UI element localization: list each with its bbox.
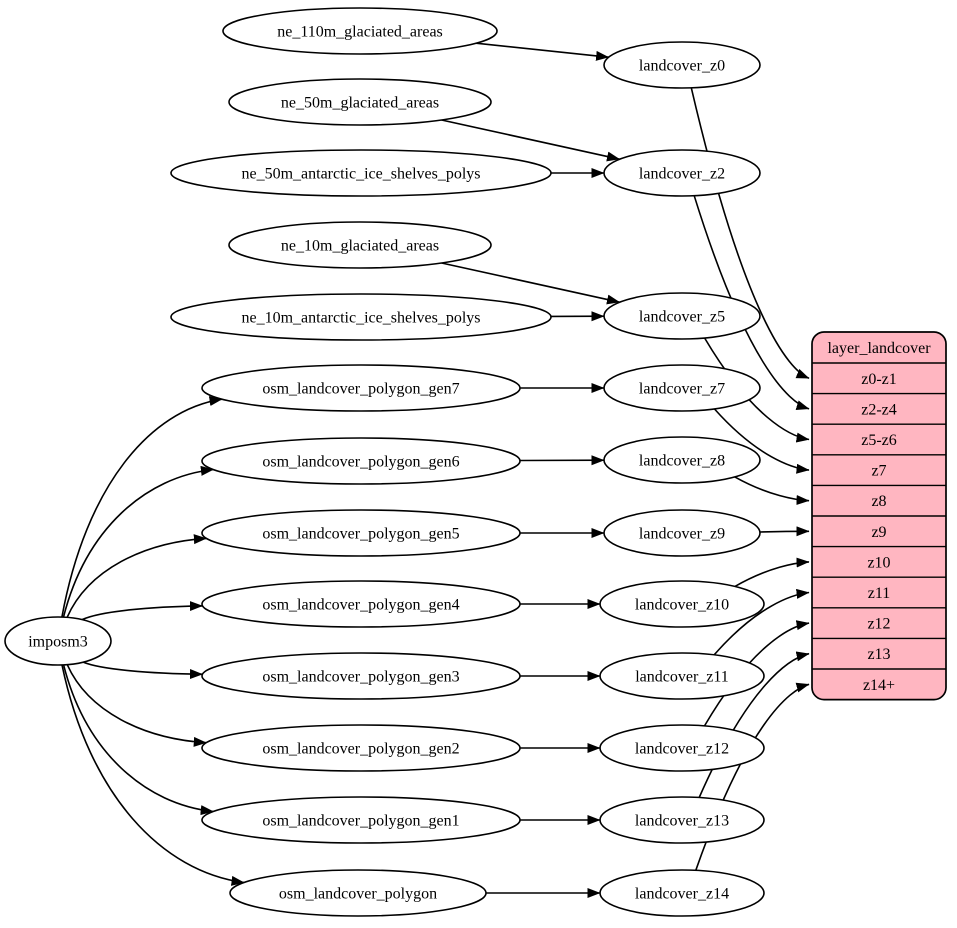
table-row-label-z12: z12 xyxy=(867,616,890,633)
table-row-label-z9: z9 xyxy=(871,524,886,541)
table-row-label-z10: z10 xyxy=(867,554,890,571)
node-label-osm_landcover_polygon_gen7: osm_landcover_polygon_gen7 xyxy=(262,381,459,398)
node-ne_110m_glaciated_areas: ne_110m_glaciated_areas xyxy=(223,8,497,54)
edge-ne_110m_glaciated_areas-to-landcover_z0 xyxy=(476,43,609,57)
edge-ne_10m_glaciated_areas-to-landcover_z5 xyxy=(442,263,620,302)
node-label-osm_landcover_polygon_gen5: osm_landcover_polygon_gen5 xyxy=(262,526,459,543)
node-ne_50m_antarctic_ice_shelves_polys: ne_50m_antarctic_ice_shelves_polys xyxy=(171,150,551,196)
node-label-landcover_z9: landcover_z9 xyxy=(639,526,725,543)
table-row-label-z0-z1: z0-z1 xyxy=(861,371,897,388)
edge-imposm3-to-osm_landcover_polygon_gen1 xyxy=(64,665,214,812)
node-ne_50m_glaciated_areas: ne_50m_glaciated_areas xyxy=(229,79,491,125)
node-osm_landcover_polygon_gen1: osm_landcover_polygon_gen1 xyxy=(202,797,520,843)
node-imposm3: imposm3 xyxy=(5,617,111,665)
node-label-ne_10m_antarctic_ice_shelves_polys: ne_10m_antarctic_ice_shelves_polys xyxy=(241,310,480,327)
node-label-ne_10m_glaciated_areas: ne_10m_glaciated_areas xyxy=(281,238,439,255)
node-osm_landcover_polygon_gen5: osm_landcover_polygon_gen5 xyxy=(202,510,520,556)
table-row-label-z2-z4: z2-z4 xyxy=(861,401,897,418)
node-label-landcover_z11: landcover_z11 xyxy=(635,669,729,686)
node-label-landcover_z13: landcover_z13 xyxy=(635,813,729,830)
node-label-ne_50m_antarctic_ice_shelves_polys: ne_50m_antarctic_ice_shelves_polys xyxy=(241,166,480,183)
node-osm_landcover_polygon_gen7: osm_landcover_polygon_gen7 xyxy=(202,365,520,411)
table-row-label-z14+: z14+ xyxy=(863,677,895,694)
node-landcover_z14: landcover_z14 xyxy=(600,870,764,916)
node-label-imposm3: imposm3 xyxy=(28,634,88,651)
table-row-label-z13: z13 xyxy=(867,646,890,663)
table-row-label-z11: z11 xyxy=(868,585,891,602)
node-landcover_z5: landcover_z5 xyxy=(604,293,760,339)
node-label-osm_landcover_polygon_gen3: osm_landcover_polygon_gen3 xyxy=(262,669,459,686)
table-row-label-z8: z8 xyxy=(871,493,886,510)
node-osm_landcover_polygon_gen4: osm_landcover_polygon_gen4 xyxy=(202,581,520,627)
node-label-landcover_z12: landcover_z12 xyxy=(635,741,729,758)
node-label-landcover_z8: landcover_z8 xyxy=(639,453,725,470)
node-osm_landcover_polygon: osm_landcover_polygon xyxy=(230,870,486,916)
node-osm_landcover_polygon_gen6: osm_landcover_polygon_gen6 xyxy=(202,438,520,484)
node-label-osm_landcover_polygon_gen4: osm_landcover_polygon_gen4 xyxy=(262,597,459,614)
table-row-label-z5-z6: z5-z6 xyxy=(861,432,897,449)
node-label-ne_110m_glaciated_areas: ne_110m_glaciated_areas xyxy=(277,24,443,41)
edge-landcover_z8-to-z8 xyxy=(735,477,809,501)
node-landcover_z12: landcover_z12 xyxy=(600,725,764,771)
node-label-landcover_z2: landcover_z2 xyxy=(639,166,725,183)
table-header-label: layer_landcover xyxy=(827,340,931,357)
edge-imposm3-to-osm_landcover_polygon_gen6 xyxy=(64,470,214,618)
table-layer-landcover: layer_landcover z0-z1 z2-z4 z5-z6 z7 z8 z9 z10 z… xyxy=(812,332,946,700)
edge-imposm3-to-osm_landcover_polygon_gen4 xyxy=(82,606,202,620)
node-landcover_z2: landcover_z2 xyxy=(604,150,760,196)
edge-imposm3-to-osm_landcover_polygon_gen3 xyxy=(83,662,202,674)
node-ne_10m_antarctic_ice_shelves_polys: ne_10m_antarctic_ice_shelves_polys xyxy=(171,294,551,340)
edge-imposm3-to-osm_landcover_polygon_gen2 xyxy=(67,665,206,743)
node-landcover_z8: landcover_z8 xyxy=(604,437,760,483)
edge-landcover_z10-to-z10 xyxy=(735,562,809,587)
node-label-ne_50m_glaciated_areas: ne_50m_glaciated_areas xyxy=(281,95,439,112)
node-landcover_z7: landcover_z7 xyxy=(604,365,760,411)
edge-imposm3-to-osm_landcover_polygon_gen7 xyxy=(62,399,222,617)
node-ne_10m_glaciated_areas: ne_10m_glaciated_areas xyxy=(229,222,491,268)
node-osm_landcover_polygon_gen2: osm_landcover_polygon_gen2 xyxy=(202,725,520,771)
node-landcover_z0: landcover_z0 xyxy=(604,42,760,88)
node-label-landcover_z7: landcover_z7 xyxy=(639,381,725,398)
node-landcover_z9: landcover_z9 xyxy=(604,510,760,556)
node-label-osm_landcover_polygon_gen1: osm_landcover_polygon_gen1 xyxy=(262,813,459,830)
node-label-landcover_z10: landcover_z10 xyxy=(635,597,729,614)
node-label-osm_landcover_polygon_gen6: osm_landcover_polygon_gen6 xyxy=(262,454,459,471)
node-osm_landcover_polygon_gen3: osm_landcover_polygon_gen3 xyxy=(202,653,520,699)
node-label-landcover_z14: landcover_z14 xyxy=(635,886,729,903)
node-label-osm_landcover_polygon: osm_landcover_polygon xyxy=(279,886,437,903)
node-label-landcover_z0: landcover_z0 xyxy=(639,58,725,75)
node-label-landcover_z5: landcover_z5 xyxy=(639,309,725,326)
edge-landcover_z9-to-z9 xyxy=(760,531,809,532)
node-label-osm_landcover_polygon_gen2: osm_landcover_polygon_gen2 xyxy=(262,741,459,758)
node-landcover_z13: landcover_z13 xyxy=(600,797,764,843)
node-landcover_z11: landcover_z11 xyxy=(600,653,764,699)
table-row-label-z7: z7 xyxy=(871,463,886,480)
node-landcover_z10: landcover_z10 xyxy=(600,581,764,627)
